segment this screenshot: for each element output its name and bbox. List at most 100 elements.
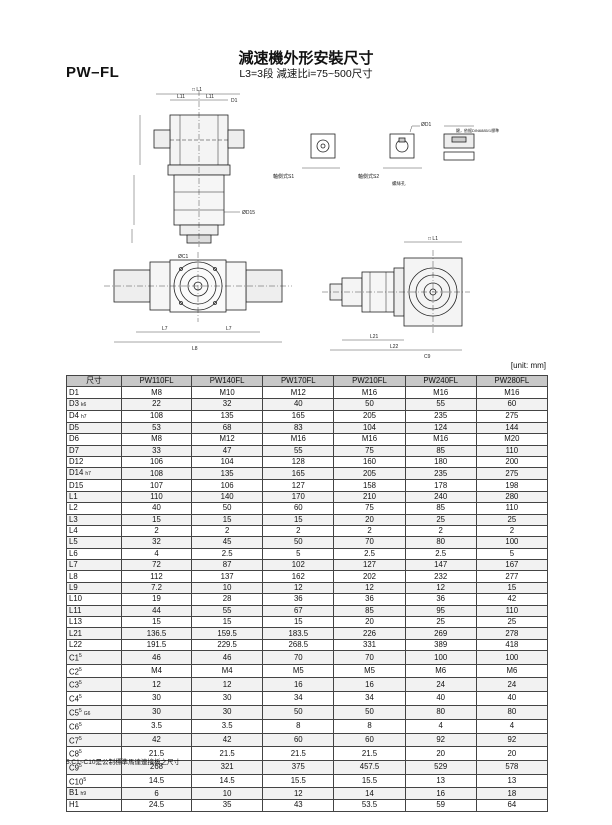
svg-text:L11: L11 [177, 94, 185, 100]
table-cell: 8 [333, 719, 406, 734]
label-key-s2: 軸側式S2 [358, 173, 379, 180]
table-cell: M6 [404, 663, 477, 679]
table-cell: 100 [475, 650, 549, 665]
table-cell: 43 [262, 799, 335, 812]
label-key-s1: 軸側式S1 [273, 173, 294, 180]
table-cell: 12 [262, 787, 335, 801]
table-cell: 13 [475, 773, 549, 789]
table-cell: 53.5 [333, 799, 406, 812]
row-label: D1 [66, 386, 122, 399]
table-cell: 2.5 [191, 547, 264, 561]
row-label: D12 [66, 455, 122, 469]
row-label-sup: 5 [78, 762, 82, 769]
row-label: L9 [66, 581, 122, 595]
table-cell: 18 [475, 787, 549, 801]
table-cell: 108 [120, 467, 193, 481]
table-cell: 178 [404, 479, 477, 492]
table-cell: M16 [475, 386, 549, 399]
row-label: L21 [66, 627, 122, 640]
table-cell: 25 [404, 513, 477, 526]
table-cell: 269 [404, 627, 477, 640]
table-cell: 85 [404, 444, 477, 457]
table-cell: 135 [191, 467, 264, 481]
table-cell: 95 [404, 604, 477, 618]
row-label-text: D6 [69, 434, 79, 444]
table-cell: 110 [475, 444, 549, 457]
table-cell: 85 [333, 604, 406, 618]
table-cell: 16 [404, 787, 477, 801]
table-cell: 14 [333, 787, 406, 801]
row-label-text: D4 [69, 410, 79, 420]
table-cell: 2 [475, 524, 549, 538]
table-cell: 36 [262, 593, 335, 606]
table-cell: 80 [404, 704, 477, 721]
table-cell: 2.5 [333, 547, 406, 561]
table-cell: M16 [333, 386, 406, 399]
table-cell: 8 [262, 719, 335, 734]
row-label-text: L2 [69, 503, 78, 513]
table-cell: 14.5 [191, 773, 264, 789]
table-cell: 33 [120, 444, 193, 457]
table-cell: 19 [120, 593, 193, 606]
table-cell: 128 [262, 455, 335, 469]
row-label-sub: h7 [85, 471, 91, 478]
row-label-text: D3 [69, 398, 79, 408]
table-cell: 40 [120, 502, 193, 515]
table-cell: 278 [475, 627, 549, 640]
table-cell: 55 [262, 444, 335, 457]
table-cell: 2 [262, 524, 335, 538]
table-cell: 275 [475, 467, 549, 481]
row-label: L13 [66, 616, 122, 629]
table-cell: M8 [120, 433, 193, 446]
table-cell: 2 [120, 524, 193, 538]
shaft-end-views [302, 125, 422, 169]
table-cell: 198 [475, 479, 549, 492]
header-model: PW110FL [120, 374, 193, 388]
table-cell: 127 [262, 479, 335, 492]
svg-text:L7: L7 [162, 326, 168, 332]
table-cell: 226 [333, 627, 406, 640]
table-cell: 40 [262, 397, 335, 411]
table-cell: 16 [262, 677, 335, 692]
table-cell: 83 [262, 421, 335, 435]
table-cell: 200 [475, 455, 549, 469]
row-label-text: L21 [69, 628, 83, 638]
row-label-text: L22 [69, 640, 83, 649]
footnote: 5.C1~C10是公制標準馬達連接板之尺寸 [66, 759, 180, 766]
row-label-sup: 5 [78, 666, 82, 673]
table-cell: 28 [191, 593, 264, 606]
header-model: PW170FL [262, 374, 335, 388]
row-label: L5 [66, 536, 122, 549]
table-cell: 158 [333, 479, 406, 492]
table-cell: 127 [333, 559, 406, 572]
table-cell: 15.5 [333, 773, 406, 789]
table-cell: 20 [475, 746, 549, 761]
table-cell: 44 [120, 604, 193, 618]
row-label: L11 [66, 604, 122, 618]
table-cell: 87 [191, 559, 264, 572]
table-cell: 15 [475, 581, 549, 595]
table-cell: 3.5 [120, 719, 193, 734]
table-cell: M6 [475, 663, 549, 679]
row-label-text: C2 [69, 667, 79, 677]
row-label: D7 [66, 444, 122, 457]
row-label-text: L10 [69, 594, 83, 604]
table-cell: 92 [475, 732, 549, 748]
table-cell: 25 [475, 513, 549, 526]
svg-text:L11: L11 [206, 94, 214, 100]
svg-text:L22: L22 [390, 344, 399, 350]
